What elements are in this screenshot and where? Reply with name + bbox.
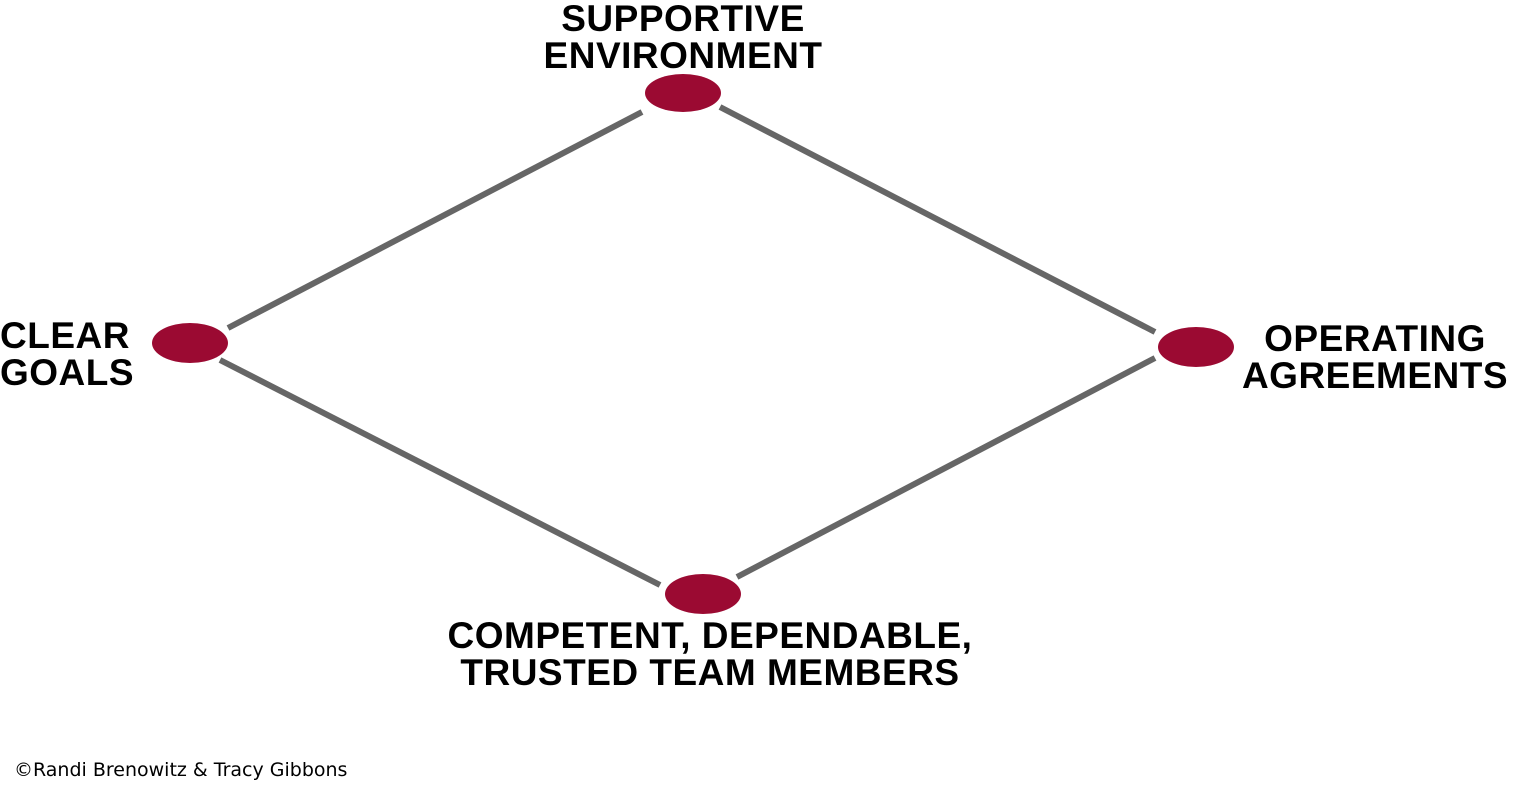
label-bottom-line2: TRUSTED TEAM MEMBERS (460, 652, 960, 693)
node-left (152, 323, 228, 363)
node-right (1158, 327, 1234, 367)
label-top-line2: ENVIRONMENT (543, 35, 823, 76)
label-right-line1: OPERATING (1264, 318, 1486, 359)
label-left: CLEAR GOALS (0, 317, 134, 391)
label-right: OPERATING AGREEMENTS (1242, 320, 1508, 394)
label-left-line2: GOALS (0, 352, 135, 393)
label-top-line1: SUPPORTIVE (561, 0, 805, 39)
label-left-line1: CLEAR (0, 315, 130, 356)
label-top: SUPPORTIVE ENVIRONMENT (544, 0, 823, 74)
copyright-text: ©Randi Brenowitz & Tracy Gibbons (14, 759, 348, 781)
node-top (645, 74, 721, 112)
node-bottom (665, 574, 741, 614)
edge-top-right (718, 104, 1157, 335)
edge-left-top (226, 109, 644, 331)
label-bottom-line1: COMPETENT, DEPENDABLE, (447, 615, 973, 656)
label-right-line2: AGREEMENTS (1241, 355, 1509, 396)
label-bottom: COMPETENT, DEPENDABLE, TRUSTED TEAM MEMB… (448, 617, 973, 691)
edge-left-bottom (218, 357, 662, 588)
edge-bottom-right (735, 355, 1157, 580)
